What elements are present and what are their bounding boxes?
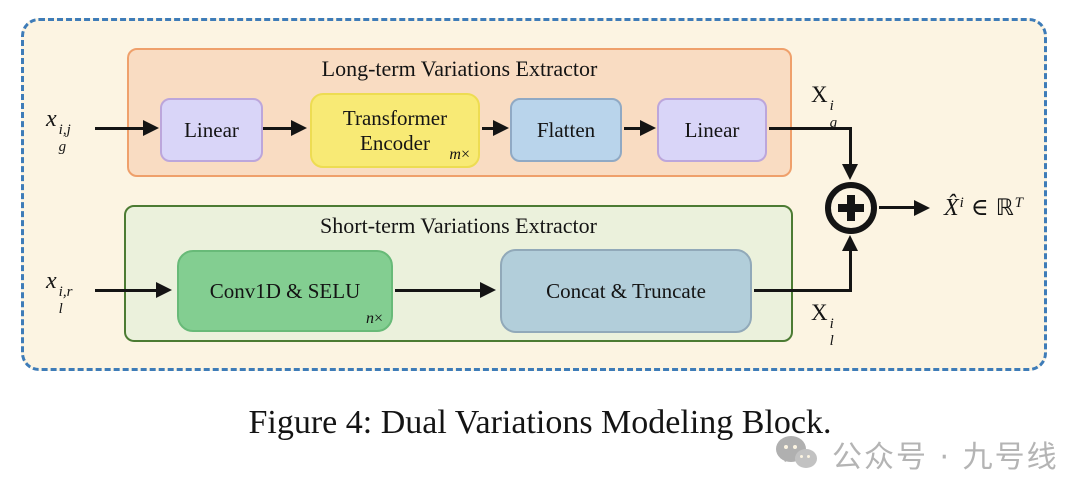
concat-truncate-label: Concat & Truncate	[546, 278, 706, 303]
flatten-node: Flatten	[510, 98, 622, 162]
arrow-long-output-head	[842, 164, 858, 180]
conv1d-selu-label: Conv1D & SELU	[209, 278, 361, 303]
short-term-extractor-title: Short-term Variations Extractor	[320, 213, 597, 238]
transformer-label-line2: Encoder	[360, 130, 430, 155]
arrow-conv-to-concat-head	[480, 282, 496, 298]
arrow-short-output-head	[842, 235, 858, 251]
figure-caption: Figure 4: Dual Variations Modeling Block…	[248, 404, 832, 441]
linear-node-1: Linear	[160, 98, 263, 162]
wechat-eye	[807, 455, 810, 458]
transformer-encoder-node: Transformer Encoder m×	[310, 93, 480, 168]
conv1d-selu-node: Conv1D & SELU n×	[177, 250, 393, 332]
transformer-label-line1: Transformer	[342, 105, 448, 130]
arrow-input-long-line	[95, 127, 143, 130]
arrow-conv-to-concat-line	[395, 289, 481, 292]
concat-truncate-node: Concat & Truncate	[500, 249, 752, 333]
wechat-eye	[793, 445, 797, 449]
flatten-node-label: Flatten	[536, 117, 596, 142]
arrow-input-long-head	[143, 120, 159, 136]
arrow-linear1-to-transformer-line	[263, 127, 291, 130]
wechat-eye	[800, 455, 803, 458]
watermark-text: 公众号 · 九号线	[832, 440, 1059, 475]
watermark: 公众号 · 九号线	[776, 432, 1059, 476]
long-term-extractor-title: Long-term Variations Extractor	[321, 56, 598, 81]
arrow-transformer-to-flatten-head	[493, 120, 509, 136]
transformer-repeat-count: m×	[449, 146, 470, 163]
final-output-label: X̂i∈ℝT	[944, 193, 1024, 221]
linear-node-2: Linear	[657, 98, 767, 162]
conv-repeat-count: n×	[365, 310, 383, 327]
wechat-icon	[776, 432, 824, 476]
arrow-long-output-hline	[769, 127, 852, 130]
linear-node-1-label: Linear	[184, 117, 239, 142]
arrow-flatten-to-linear2-line	[624, 127, 641, 130]
arrow-long-output-vline	[849, 127, 852, 165]
arrow-transformer-to-flatten-line	[482, 127, 494, 130]
arrow-short-output-vline	[849, 251, 852, 291]
plus-vertical-bar	[847, 195, 855, 221]
circled-plus-icon	[825, 182, 877, 234]
wechat-eye	[784, 445, 788, 449]
arrow-sum-to-output-head	[914, 200, 930, 216]
arrow-linear1-to-transformer-head	[291, 120, 307, 136]
arrow-short-output-hline	[754, 289, 852, 292]
arrow-input-short-head	[156, 282, 172, 298]
arrow-input-short-line	[95, 289, 157, 292]
arrow-sum-to-output-line	[879, 206, 915, 209]
arrow-flatten-to-linear2-head	[640, 120, 656, 136]
linear-node-2-label: Linear	[684, 117, 740, 142]
wechat-bubble-small	[795, 449, 817, 468]
